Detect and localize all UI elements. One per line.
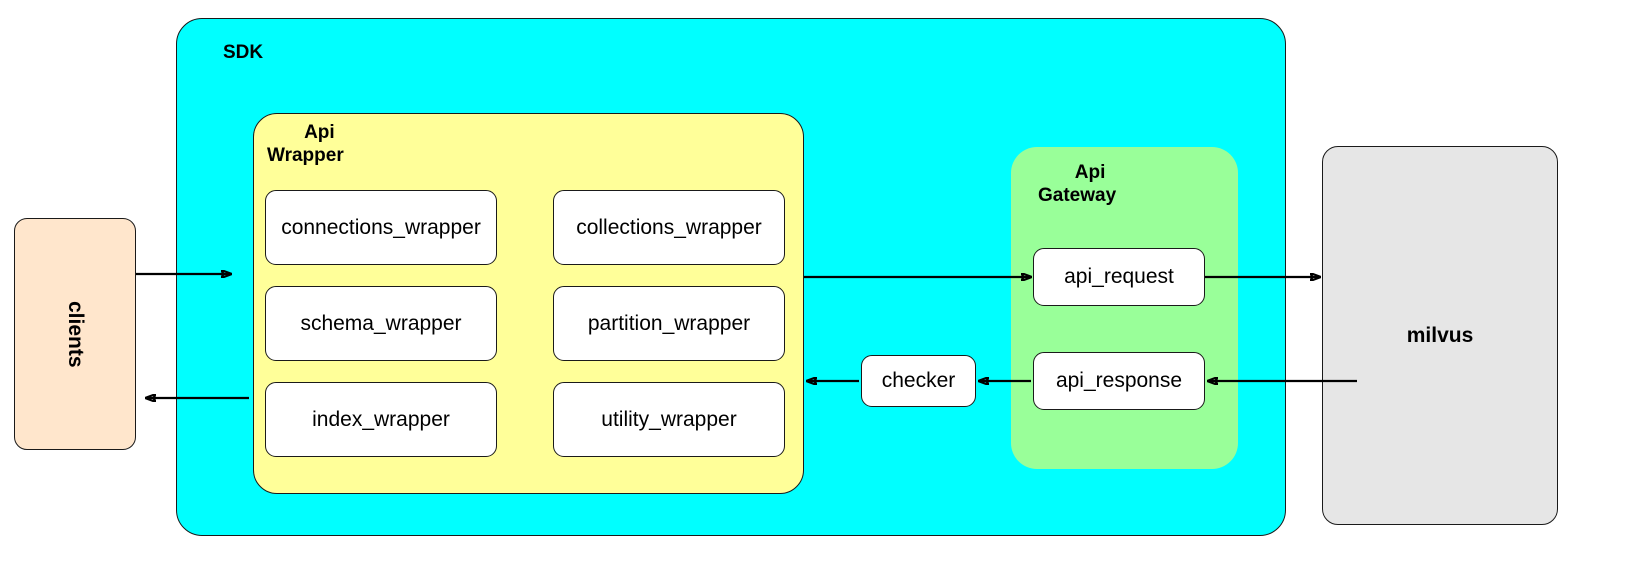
node-connections-wrapper[interactable]: connections_wrapper — [265, 190, 497, 265]
node-api-request[interactable]: api_request — [1033, 248, 1205, 306]
node-milvus[interactable]: milvus — [1322, 146, 1558, 525]
region-api-wrapper-label: Api Wrapper — [267, 122, 344, 166]
node-clients-label: clients — [64, 300, 87, 368]
region-api-gateway-label: Api Gateway — [1038, 162, 1117, 206]
node-schema-wrapper[interactable]: schema_wrapper — [265, 286, 497, 361]
node-partition-wrapper[interactable]: partition_wrapper — [553, 286, 785, 361]
node-clients[interactable]: clients — [14, 218, 136, 450]
region-sdk-label: SDK — [223, 42, 264, 63]
node-utility-wrapper[interactable]: utility_wrapper — [553, 382, 785, 457]
node-collections-wrapper[interactable]: collections_wrapper — [553, 190, 785, 265]
node-checker[interactable]: checker — [861, 355, 976, 407]
node-api-response[interactable]: api_response — [1033, 352, 1205, 410]
node-index-wrapper[interactable]: index_wrapper — [265, 382, 497, 457]
region-api-gateway[interactable]: Api Gateway — [1011, 147, 1238, 469]
